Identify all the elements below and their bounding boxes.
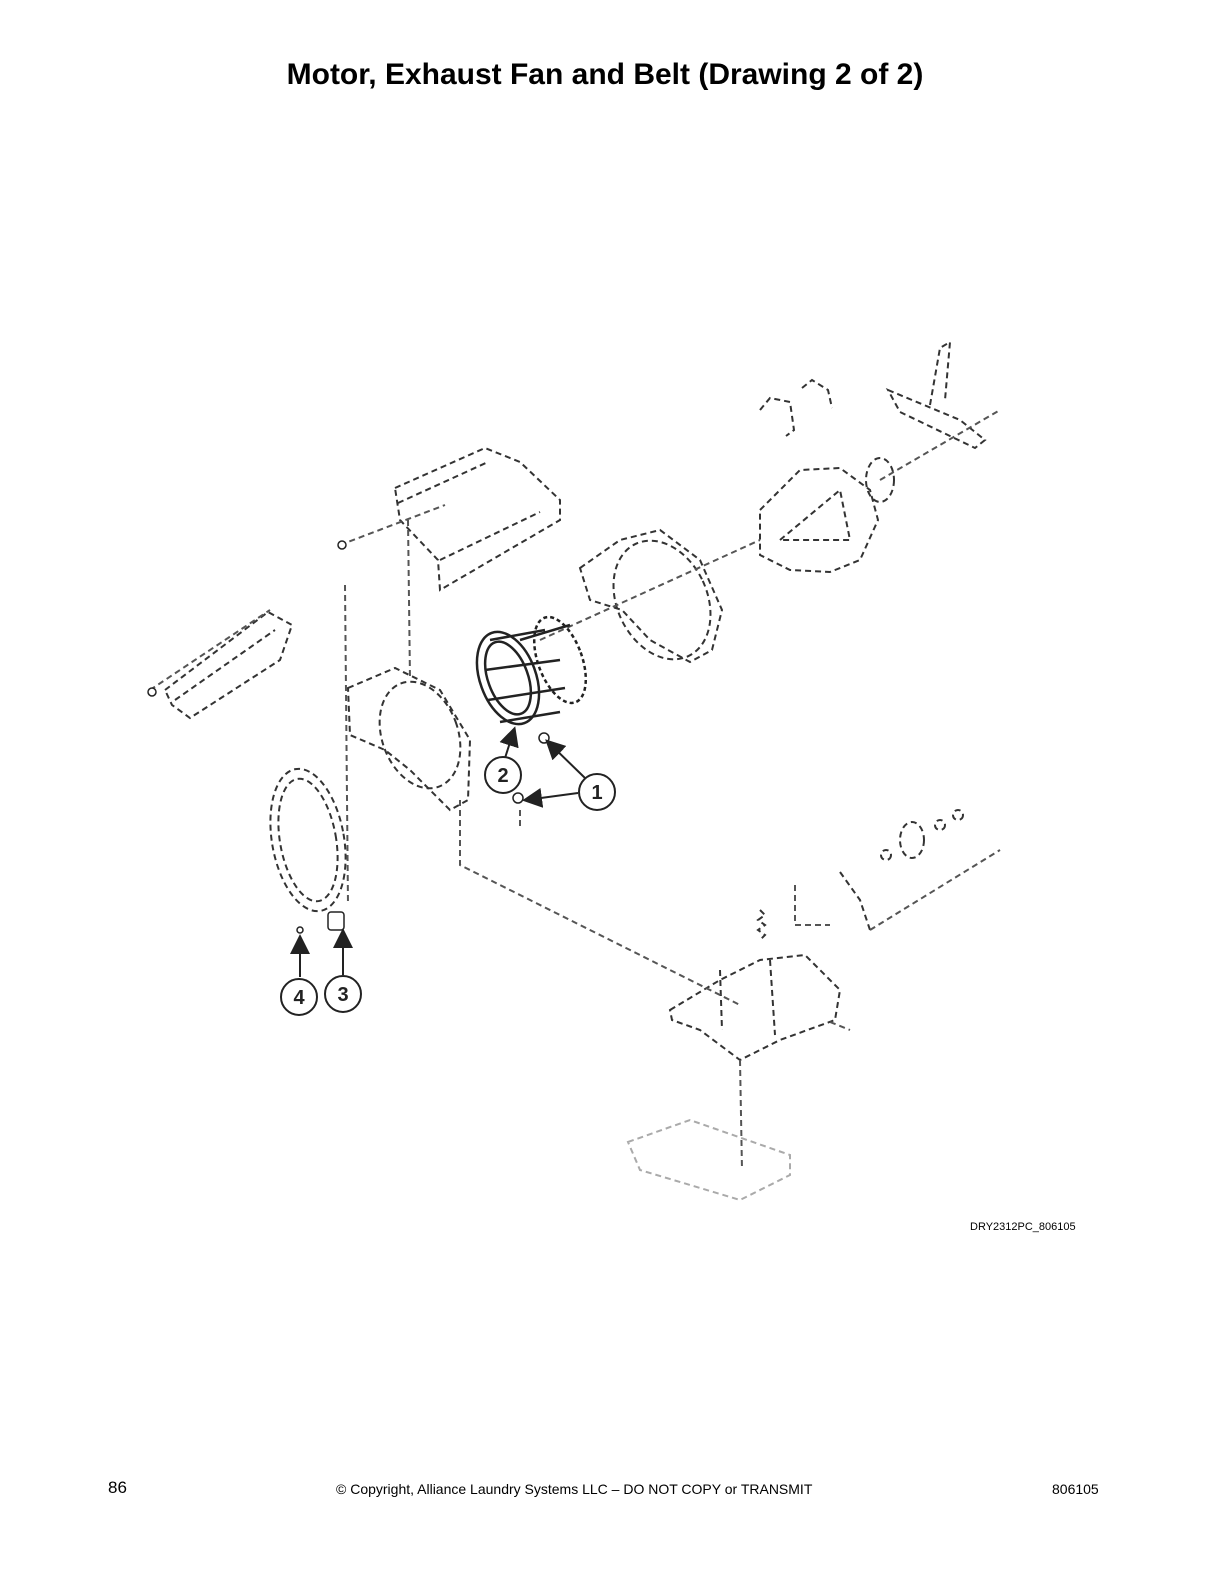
callout-1-label: 1 (591, 782, 602, 804)
callout-2-label: 2 (497, 765, 508, 787)
leader-2 (499, 726, 519, 759)
blower-cover (393, 446, 561, 592)
leader-1a (545, 739, 586, 779)
callout-4-circle (280, 978, 318, 1016)
page-title: Motor, Exhaust Fan and Belt (Drawing 2 o… (286, 58, 924, 91)
base-plate (626, 1118, 791, 1202)
callout-1-circle (578, 773, 616, 811)
center-lines (149, 409, 1001, 1171)
motor (759, 457, 895, 574)
leader-1b (522, 787, 579, 808)
drive-belt (269, 767, 347, 913)
idler-rod (885, 340, 987, 450)
callout-3-label: 3 (337, 984, 348, 1006)
fan-impeller (475, 615, 588, 726)
page-number: 86 (108, 1478, 127, 1497)
copyright-notice: © Copyright, Alliance Laundry Systems LL… (336, 1481, 813, 1497)
screw-4 (296, 926, 304, 934)
callout-2-circle (484, 756, 522, 794)
front-housing-plate (346, 666, 472, 812)
rear-blower-housing (578, 528, 724, 664)
screw-1b (512, 792, 524, 804)
callout-4-label: 4 (293, 987, 305, 1009)
left-bracket (163, 610, 294, 720)
screw-top (337, 540, 347, 550)
switch-3 (327, 911, 345, 931)
idler-pulley (839, 809, 964, 931)
motor-clips (759, 378, 833, 437)
spring (756, 909, 767, 941)
drawing-id: DRY2312PC_806105 (970, 1221, 1076, 1233)
screw-1a (538, 732, 550, 744)
callout-3-circle (324, 975, 362, 1013)
motor-mount-base (668, 953, 842, 1062)
document-number: 806105 (1052, 1481, 1099, 1497)
screw-left (147, 687, 157, 697)
